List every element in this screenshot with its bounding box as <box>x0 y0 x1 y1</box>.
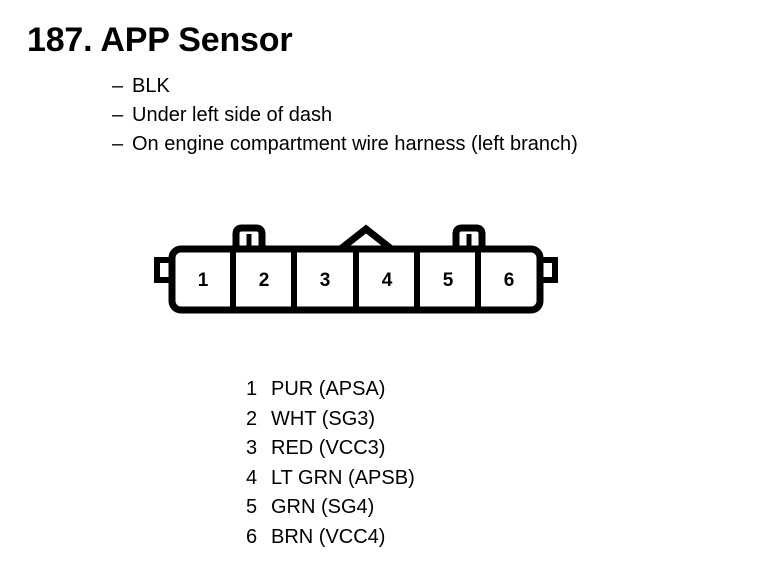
pin-legend-label: GRN (SG4) <box>271 496 375 518</box>
pin-legend-row: 2 WHT (SG3) <box>246 405 415 435</box>
connector-pin-number: 2 <box>259 270 270 291</box>
pin-legend-label: PUR (APSA) <box>271 378 386 400</box>
description-item-label: Under left side of dash <box>132 104 333 126</box>
connector-latch-tab-left-icon <box>232 224 266 251</box>
description-list: – BLK – Under left side of dash – On eng… <box>112 72 578 159</box>
pin-legend-row: 4 LT GRN (APSB) <box>246 464 415 494</box>
pin-legend: 1 PUR (APSA) 2 WHT (SG3) 3 RED (VCC3) 4 … <box>246 375 415 552</box>
dash-bullet-icon: – <box>112 133 124 155</box>
connector-pin-number: 5 <box>443 270 454 291</box>
pin-legend-number: 5 <box>246 496 258 518</box>
page-title: 187. APP Sensor <box>27 21 293 59</box>
connector-pin-number: 6 <box>504 270 515 291</box>
description-item: – On engine compartment wire harness (le… <box>112 130 578 159</box>
dash-bullet-icon: – <box>112 75 124 97</box>
pin-legend-label: LT GRN (APSB) <box>271 466 415 489</box>
pin-legend-label: RED (VCC3) <box>271 437 386 459</box>
pin-legend-number: 1 <box>246 378 258 400</box>
pin-legend-row: 5 GRN (SG4) <box>246 493 415 523</box>
description-item: – BLK <box>112 72 578 101</box>
connector-pin-number: 4 <box>382 270 393 291</box>
pin-legend-row: 1 PUR (APSA) <box>246 375 415 405</box>
pin-legend-number: 4 <box>246 466 258 489</box>
connector-keyway-notch-icon <box>335 224 397 254</box>
pin-legend-row: 6 BRN (VCC4) <box>246 523 415 553</box>
connector-pin-number: 3 <box>320 270 331 291</box>
pin-legend-number: 3 <box>246 437 258 459</box>
connector-svg: 1 2 3 4 5 6 <box>154 224 558 314</box>
pin-legend-number: 6 <box>246 525 258 548</box>
pin-legend-row: 3 RED (VCC3) <box>246 434 415 464</box>
pin-legend-number: 2 <box>246 407 258 430</box>
connector-pin-number: 1 <box>198 270 209 291</box>
dash-bullet-icon: – <box>112 104 124 126</box>
description-item-label: BLK <box>132 75 170 97</box>
pin-legend-label: WHT (SG3) <box>271 407 376 430</box>
connector-latch-tab-right-icon <box>452 224 486 251</box>
connector-diagram: 1 2 3 4 5 6 <box>150 218 570 323</box>
pin-legend-label: BRN (VCC4) <box>271 525 386 548</box>
description-item-label: On engine compartment wire harness (left… <box>132 133 578 155</box>
description-item: – Under left side of dash <box>112 101 578 130</box>
